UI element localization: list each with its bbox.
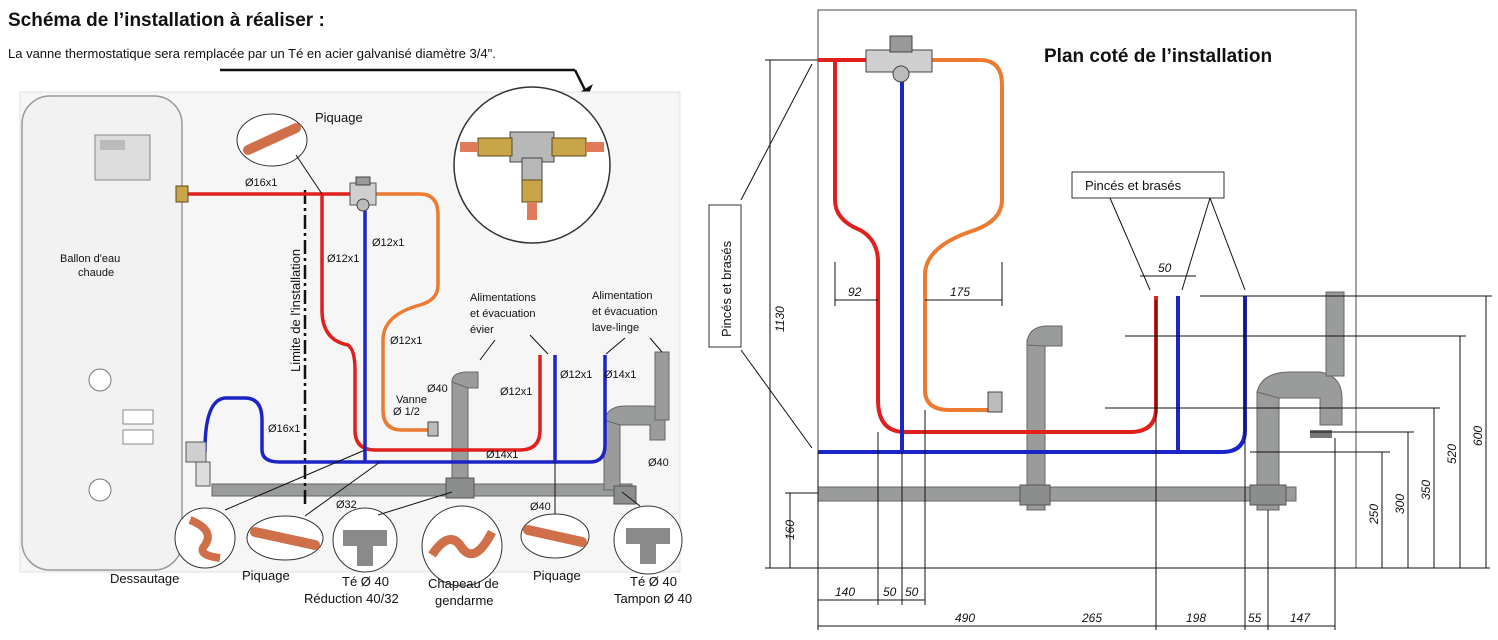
dim-55: 55 — [1248, 611, 1262, 625]
dim-350: 350 — [1419, 480, 1433, 500]
te40-tampon-2: Tampon Ø 40 — [614, 591, 692, 606]
dim-92: 92 — [848, 285, 862, 299]
pinces-top-box: Pincés et brasés — [1071, 171, 1246, 291]
piquage-top-label: Piquage — [315, 110, 363, 125]
mixed-water-pipe-right — [923, 58, 1004, 412]
pipe-label-14x1-b: Ø14x1 — [486, 449, 518, 461]
pipe-label-12x1-d: Ø12x1 — [500, 386, 532, 398]
zoom-row-bottom — [174, 449, 683, 587]
mixing-valve-bottom-left — [185, 441, 211, 487]
pipe-label-14x1-a: Ø14x1 — [604, 369, 636, 381]
alim-lave-3: lave-linge — [592, 322, 639, 334]
drain-pipes-left — [211, 351, 670, 505]
dim-50-b: 50 — [905, 585, 919, 599]
dimension-lines — [765, 59, 1492, 630]
pinces-vertical-label: Pincés et brasés — [719, 240, 734, 337]
diameter-32: Ø32 — [336, 499, 357, 511]
piquage-1-label: Piquage — [242, 568, 290, 583]
hot-water-pipe-left — [182, 192, 542, 452]
dim-147: 147 — [1290, 611, 1311, 625]
dessautage-label: Dessautage — [110, 571, 179, 586]
diameter-40-a: Ø40 — [427, 383, 448, 395]
valve-half-inch — [427, 421, 439, 437]
zoom-piquage-top — [236, 113, 323, 195]
pipe-label-12x1-a: Ø12x1 — [372, 237, 404, 249]
pipe-label-12x1-b: Ø12x1 — [327, 253, 359, 265]
mixed-water-pipe-left — [372, 192, 440, 432]
alim-evier-1: Alimentations — [470, 292, 537, 304]
cold-water-pipe-left — [190, 194, 607, 464]
dim-1130: 1130 — [773, 306, 787, 332]
dim-250: 250 — [1367, 504, 1381, 525]
pipe-label-12x1-c: Ø12x1 — [390, 335, 422, 347]
hot-outlet-fitting — [175, 185, 189, 203]
diameter-40-b: Ø40 — [648, 457, 669, 469]
dim-160: 160 — [783, 520, 797, 540]
vanne-label-1: Vanne — [396, 394, 427, 406]
dim-600: 600 — [1471, 426, 1485, 446]
ballon-label-1: Ballon d'eau — [60, 253, 120, 265]
alim-evier-3: évier — [470, 324, 494, 336]
dim-175: 175 — [950, 285, 970, 299]
plan-title: Plan coté de l’installation — [1044, 46, 1272, 67]
dim-50-a: 50 — [883, 585, 897, 599]
hot-water-pipe-right — [818, 58, 1158, 434]
piquage-2-label: Piquage — [533, 568, 581, 583]
te40-label-2: Réduction 40/32 — [304, 591, 399, 606]
left-title: Schéma de l’installation à réaliser : — [8, 10, 325, 31]
dim-490: 490 — [955, 611, 975, 625]
pinces-top-label: Pincés et brasés — [1085, 178, 1182, 193]
left-subtitle: La vanne thermostatique sera remplacée p… — [8, 46, 496, 61]
dim-50-top: 50 — [1158, 261, 1172, 275]
water-heater: Ballon d'eau chaude — [21, 95, 183, 571]
dim-140: 140 — [835, 585, 855, 599]
pipe-label-12x1-e: Ø12x1 — [560, 369, 592, 381]
limite-label: Limite de l'installation — [288, 249, 303, 372]
dim-520: 520 — [1445, 444, 1459, 464]
chapeau-label-1: Chapeau de — [428, 576, 499, 591]
te40-label-1: Té Ø 40 — [342, 574, 389, 589]
pinces-vertical-box: Pincés et brasés — [708, 63, 813, 449]
vanne-label-2: Ø 1/2 — [393, 406, 420, 418]
ballon-label-2: chaude — [78, 267, 114, 279]
chapeau-label-2: gendarme — [435, 593, 494, 608]
dim-265: 265 — [1081, 611, 1102, 625]
callout-arrows-left — [479, 334, 663, 361]
pipe-label-16x1-top: Ø16x1 — [245, 177, 277, 189]
diameter-40-c: Ø40 — [530, 501, 551, 513]
thermostatic-valve-right — [865, 35, 933, 83]
te40-tampon-1: Té Ø 40 — [630, 574, 677, 589]
alim-lave-2: et évacuation — [592, 306, 657, 318]
thermostatic-valve-left — [349, 176, 377, 212]
valve-right — [987, 391, 1003, 413]
dim-198: 198 — [1186, 611, 1206, 625]
zoom-galvanised-tee — [453, 86, 611, 244]
dim-300: 300 — [1393, 494, 1407, 514]
alim-evier-2: et évacuation — [470, 308, 535, 320]
alim-lave-1: Alimentation — [592, 290, 653, 302]
pipe-label-16x1-left: Ø16x1 — [268, 423, 300, 435]
drain-pipes-right — [817, 291, 1345, 511]
